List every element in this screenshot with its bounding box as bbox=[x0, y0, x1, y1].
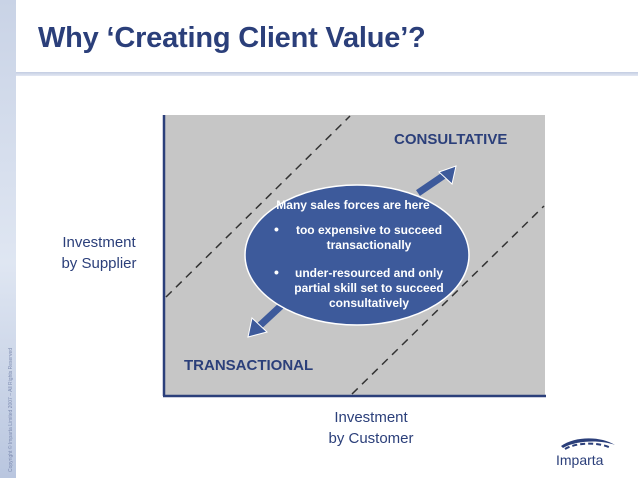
logo-wordmark: Imparta bbox=[556, 452, 604, 468]
ellipse-bullet: • under-resourced and only partial skill… bbox=[270, 264, 450, 311]
consultative-zone-label: CONSULTATIVE bbox=[394, 131, 508, 148]
upper-dashed-boundary bbox=[165, 115, 351, 298]
x-axis-label: Investment by Customer bbox=[315, 407, 427, 449]
slide-title: Why ‘Creating Client Value’? bbox=[38, 22, 426, 54]
double-arrow-icon bbox=[247, 165, 457, 338]
swoosh-logo-icon bbox=[561, 438, 615, 450]
status-ellipse bbox=[244, 184, 470, 326]
bullet-text: under-resourced and only partial skill s… bbox=[294, 266, 444, 310]
ellipse-heading: Many sales forces are here bbox=[276, 198, 430, 212]
title-divider bbox=[16, 72, 638, 76]
bullet-marker: • bbox=[274, 264, 279, 280]
bullet-text: too expensive to succeed transactionally bbox=[295, 223, 443, 252]
transactional-zone-label: TRANSACTIONAL bbox=[184, 357, 314, 374]
x-axis-label-line2: by Customer bbox=[328, 430, 414, 447]
y-axis-label-line1: Investment bbox=[62, 234, 136, 251]
y-axis-label-line2: by Supplier bbox=[61, 255, 137, 272]
lower-dashed-boundary bbox=[351, 205, 545, 395]
x-axis-label-line1: Investment bbox=[334, 409, 408, 426]
y-axis-label: Investment by Supplier bbox=[58, 232, 140, 274]
bullet-marker: • bbox=[274, 221, 279, 237]
side-stripe bbox=[0, 0, 16, 478]
ellipse-bullet: • too expensive to succeed transactional… bbox=[270, 221, 450, 253]
